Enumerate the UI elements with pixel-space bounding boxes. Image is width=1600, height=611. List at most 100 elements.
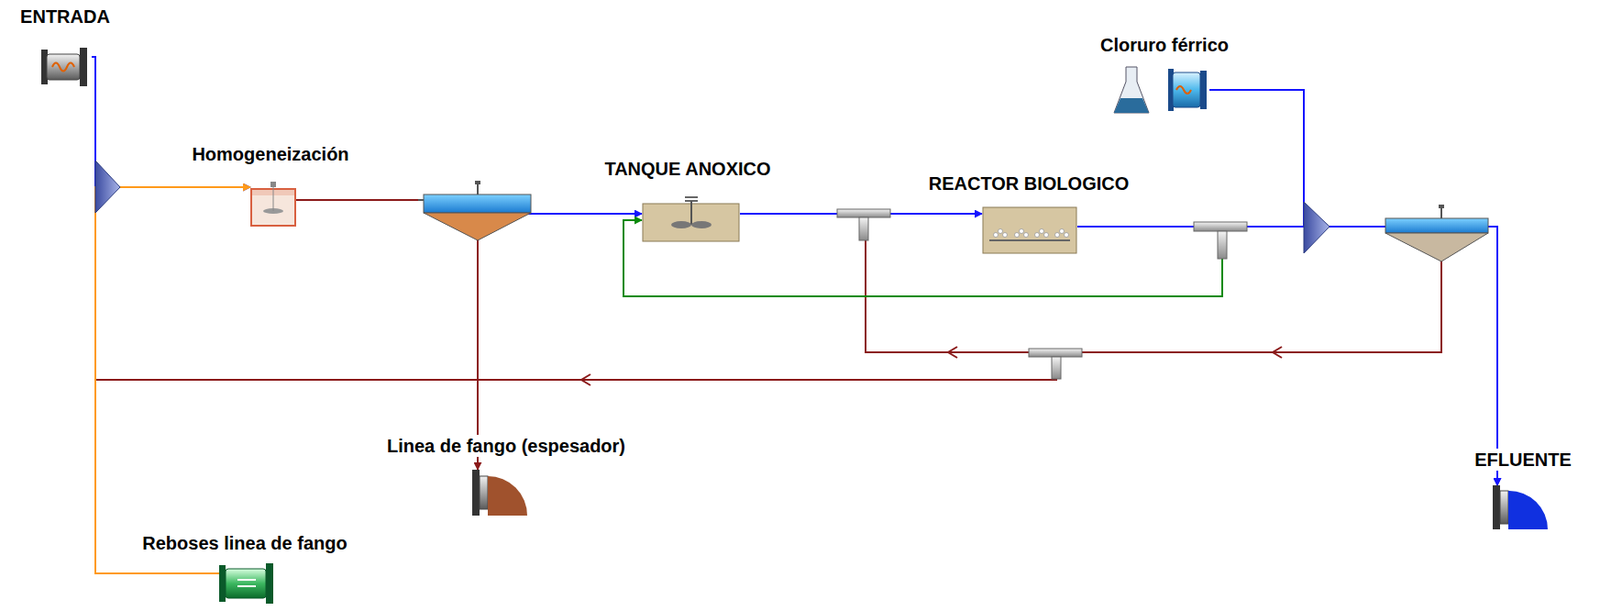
diagram-part [1055, 232, 1060, 238]
diagram-part [1035, 232, 1040, 238]
diagram-part [1217, 231, 1227, 259]
diagram-part [1015, 232, 1020, 238]
diagram-part [1385, 232, 1489, 262]
diagram-part [1500, 490, 1509, 524]
primary-clarifier [418, 180, 531, 241]
diagram-part [1024, 232, 1029, 238]
unit-label: ENTRADA [17, 5, 113, 28]
diagram-part [225, 568, 266, 598]
diagram-part [993, 232, 999, 238]
sludge-outlet-symbol [472, 469, 528, 516]
diagram-part [476, 183, 479, 195]
diagram-part [1059, 229, 1065, 234]
effluent-outlet: EFLUENTE [1492, 485, 1552, 530]
diagram-part [859, 217, 869, 241]
effluent-outlet-symbol [1492, 485, 1552, 530]
influent-icon-symbol [41, 45, 92, 88]
diagram-part [1114, 98, 1149, 113]
chemical-dosing-symbol [1112, 63, 1210, 117]
diagram-part [474, 180, 481, 185]
diagram-part [671, 220, 692, 229]
sludge-outlet: Linea de fango (espesador) [472, 469, 528, 516]
diagram-part [52, 63, 75, 72]
flow-arrow [581, 346, 1282, 386]
overflow-pump-symbol [219, 561, 276, 606]
tee-splitter [1028, 348, 1082, 379]
diagram-part [423, 212, 531, 241]
diagram-part [1176, 86, 1192, 94]
diagram-part [690, 200, 693, 225]
diagram-part [993, 229, 1070, 238]
mixer [1303, 201, 1330, 254]
flow-line [296, 199, 478, 470]
unit-label: TANQUE ANOXICO [601, 157, 773, 180]
tee-splitter [837, 209, 891, 241]
diagram-part [418, 198, 424, 201]
diagram-part [1051, 356, 1061, 379]
diagram-part [982, 207, 1077, 254]
diagram-part [479, 475, 488, 509]
diagram-part [1114, 66, 1149, 113]
diagram-part [472, 469, 480, 516]
diagram-part [684, 196, 698, 199]
aeration-reactor: REACTOR BIOLOGICO [982, 199, 1078, 255]
diagram-part [1019, 229, 1025, 234]
diagram-part [1440, 207, 1443, 219]
aeration-reactor-symbol [982, 199, 1078, 255]
flow-line [91, 56, 251, 188]
diagram-part [46, 54, 80, 80]
flow-line [95, 187, 251, 574]
anoxic-tank-symbol [641, 196, 740, 243]
diagram-part [837, 209, 891, 218]
chemical-dosing: Cloruro férrico [1112, 63, 1210, 117]
diagram-part [1172, 72, 1201, 108]
sludge-recycle-line [95, 212, 1442, 380]
diagram-part [487, 475, 528, 516]
diagram-part [270, 181, 276, 188]
diagram-part [1039, 229, 1045, 234]
diagram-part [989, 239, 1071, 242]
diagram-part [1064, 232, 1070, 238]
diagram-part [79, 47, 88, 87]
diagram-part [1193, 221, 1247, 232]
diagram-part [1508, 490, 1548, 530]
unit-label: EFLUENTE [1471, 448, 1575, 471]
diagram-part [273, 187, 275, 211]
flow-line [1077, 226, 1498, 486]
diagram-part [265, 562, 274, 604]
diagram-part [1438, 204, 1445, 209]
unit-label: Reboses linea de fango [139, 531, 350, 554]
diagram-part [1492, 485, 1501, 530]
diagram-part [691, 220, 712, 229]
diagram-part [1003, 232, 1008, 238]
unit-label: Cloruro férrico [1097, 33, 1232, 56]
equalization-tank: Homogeneización [250, 181, 297, 227]
influent-icon: ENTRADA [41, 45, 92, 88]
diagram-part [237, 584, 256, 587]
anoxic-tank: TANQUE ANOXICO [641, 196, 740, 243]
diagram-part [1385, 218, 1489, 233]
diagram-part [581, 374, 591, 386]
diagram-part [423, 194, 531, 213]
flow-line [1209, 89, 1498, 486]
equalization-tank-symbol [250, 181, 297, 227]
diagram-part [948, 346, 958, 358]
diagram-part [1272, 346, 1282, 358]
secondary-clarifier [1385, 204, 1489, 262]
diagram-part [1044, 232, 1049, 238]
diagram-part [237, 578, 256, 581]
diagram-part [1200, 70, 1207, 110]
tee-splitter [1193, 221, 1247, 259]
diagram-part [998, 229, 1004, 234]
diagram-part [1028, 348, 1082, 357]
diagram-part [219, 564, 226, 602]
overflow-pump: Reboses linea de fango [219, 561, 276, 606]
unit-label: Homogeneización [188, 143, 352, 166]
unit-label: REACTOR BIOLOGICO [926, 172, 1133, 195]
mixer [95, 160, 121, 213]
unit-label: Linea de fango (espesador) [384, 434, 629, 457]
